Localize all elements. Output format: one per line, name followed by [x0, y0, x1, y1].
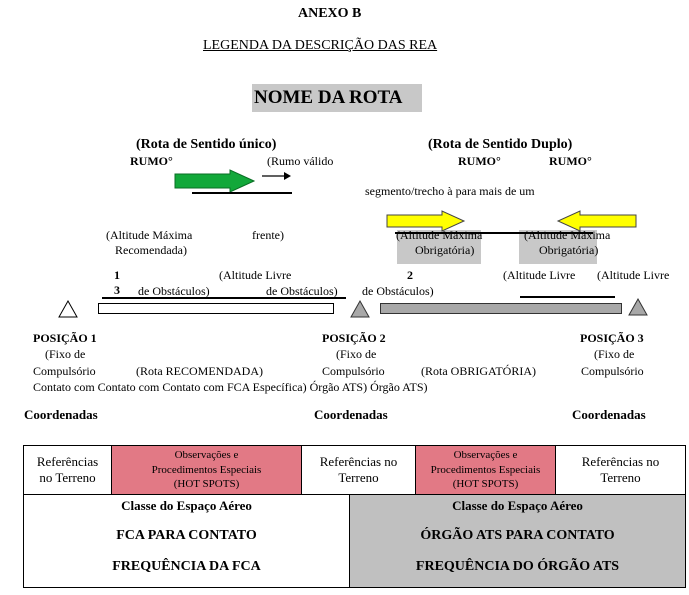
ref3-line-a: Referências no	[581, 454, 660, 469]
obs2-line-c: (HOT SPOTS)	[452, 478, 519, 491]
de-obstaculos-2: de Obstáculos)	[266, 284, 338, 298]
route-name-box	[252, 84, 422, 112]
alt-livre-right-1: (Altitude Livre	[503, 268, 576, 282]
segmento-label: segmento/trecho à para mais de um	[365, 184, 535, 198]
number-1: 1	[114, 268, 120, 282]
obrigatoria-2: Obrigatória)	[539, 243, 599, 257]
rumo-right-1: RUMO°	[458, 154, 501, 168]
obrigatoria-1: Obrigatória)	[415, 243, 475, 257]
number-3: 3	[114, 283, 120, 297]
position-2-label: POSIÇÃO 2	[322, 331, 386, 345]
yellow-arrow-left-icon	[556, 210, 637, 232]
obstacle-line-right	[520, 296, 615, 298]
fca-contact-block: Classe do Espaço Aéreo FCA PARA CONTATO …	[23, 494, 350, 588]
compulsorio-1: Compulsório	[33, 364, 96, 378]
rumo-right-2: RUMO°	[549, 154, 592, 168]
two-way-route-title: (Rota de Sentido Duplo)	[428, 137, 573, 152]
left-airspace-class: Classe do Espaço Aéreo	[121, 498, 252, 513]
alt-livre-right-2: (Altitude Livre	[597, 268, 670, 282]
rota-obrigatoria-label: (Rota OBRIGATÓRIA)	[421, 364, 536, 378]
coordenadas-1: Coordenadas	[24, 407, 98, 422]
ref1-line-a: Referências	[36, 454, 99, 469]
hot-spots-cell-2: Observações e Procedimentos Especiais (HOT…	[415, 445, 556, 495]
alt-max-right-2: (Altitude Máxima	[524, 228, 611, 242]
fca-para-contato: FCA PARA CONTATO	[116, 528, 257, 543]
ref3-line-b: Terreno	[600, 470, 641, 485]
coordenadas-3: Coordenadas	[572, 407, 646, 422]
frente-label: frente)	[252, 228, 284, 242]
fixo-de-2: (Fixo de	[336, 347, 377, 361]
annex-title: ANEXO B	[298, 6, 362, 21]
de-obstaculos-1: de Obstáculos)	[138, 284, 210, 298]
rumo-valido: (Rumo válido	[267, 154, 334, 168]
black-arrow-icon	[262, 172, 291, 180]
green-arrow-icon	[174, 169, 256, 193]
yellow-arrow-right-icon	[386, 210, 466, 232]
rumo-left: RUMO°	[130, 154, 173, 168]
ats-contact-block: Classe do Espaço Aéreo ÓRGÃO ATS PARA CO…	[349, 494, 686, 588]
compulsorio-2: Compulsório	[322, 364, 385, 378]
route-line	[192, 192, 292, 194]
route-line-right	[395, 232, 593, 234]
obs1-line-b: Procedimentos Especiais	[151, 463, 262, 476]
contato-line: Contato com Contato com Contato com FCA …	[33, 380, 428, 394]
one-way-route-title: (Rota de Sentido único)	[136, 137, 277, 152]
ref1-line-b: no Terreno	[39, 470, 96, 485]
obs2-line-a: Observações e	[453, 448, 518, 461]
position-3-triangle-icon	[628, 298, 648, 316]
mandatory-route-bar	[380, 303, 622, 314]
position-3-label: POSIÇÃO 3	[580, 331, 644, 345]
position-1-triangle-icon	[58, 300, 78, 318]
position-1-label: POSIÇÃO 1	[33, 331, 97, 345]
alt-livre-left: (Altitude Livre	[219, 268, 292, 282]
route-name: NOME DA ROTA	[254, 87, 403, 108]
frequencia-fca: FREQUÊNCIA DA FCA	[112, 559, 261, 574]
right-airspace-class: Classe do Espaço Aéreo	[452, 498, 583, 513]
alt-max-right-1: (Altitude Máxima	[396, 228, 483, 242]
obs1-line-a: Observações e	[174, 448, 239, 461]
recommended-route-bar	[98, 303, 334, 314]
number-2: 2	[407, 268, 413, 282]
position-2-triangle-icon	[350, 300, 370, 318]
frequencia-orgao-ats: FREQUÊNCIA DO ÓRGÃO ATS	[415, 559, 620, 574]
obs2-line-b: Procedimentos Especiais	[430, 463, 541, 476]
de-obstaculos-3: de Obstáculos)	[362, 284, 434, 298]
legend-title: LEGENDA DA DESCRIÇÃO DAS REA	[203, 38, 438, 53]
rota-recomendada-label: (Rota RECOMENDADA)	[136, 364, 263, 378]
compulsorio-3: Compulsório	[581, 364, 644, 378]
orgao-ats-para-contato: ÓRGÃO ATS PARA CONTATO	[420, 528, 615, 543]
alt-max-left: (Altitude Máxima	[106, 228, 193, 242]
obstacle-line-left	[102, 297, 346, 299]
fixo-de-3: (Fixo de	[594, 347, 635, 361]
ref2-line-a: Referências no	[319, 454, 398, 469]
recomendada-label: Recomendada)	[115, 243, 187, 257]
hot-spots-cell-1: Observações e Procedimentos Especiais (HOT…	[111, 445, 302, 495]
obrigatoria-box-1	[397, 230, 481, 264]
fixo-de-1: (Fixo de	[45, 347, 86, 361]
obs1-line-c: (HOT SPOTS)	[173, 478, 240, 491]
coordenadas-2: Coordenadas	[314, 407, 388, 422]
ref2-line-b: Terreno	[338, 470, 379, 485]
obrigatoria-box-2	[519, 230, 597, 264]
